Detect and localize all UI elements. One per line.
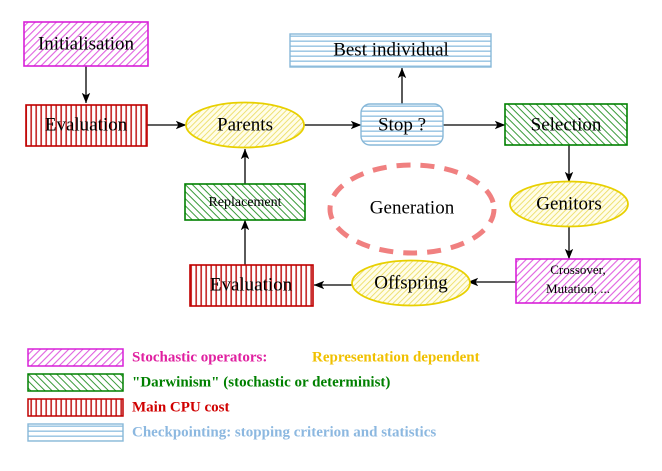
node-offspring-label: Offspring — [374, 272, 448, 293]
node-crossover-mutation-label-line1: Crossover, — [550, 262, 605, 277]
node-replacement-label: Replacement — [208, 195, 281, 210]
legend-swatch-blue-horizontal — [27, 423, 124, 442]
node-evaluation-bottom[interactable]: Evaluation — [189, 264, 314, 307]
node-evaluation-top[interactable]: Evaluation — [25, 104, 148, 147]
legend-swatch-green-diagonal — [27, 373, 124, 392]
legend-label-checkpointing: Checkpointing: stopping criterion and st… — [132, 424, 436, 440]
legend-label-darwinism: "Darwinism" (stochastic or determinist) — [132, 374, 390, 390]
node-evaluation-top-label: Evaluation — [45, 114, 128, 135]
node-best-individual[interactable]: Best individual — [289, 33, 492, 68]
node-crossover-mutation[interactable]: Crossover, Mutation, ... — [515, 258, 641, 304]
legend-label-stochastic-operators: Stochastic operators: — [132, 349, 267, 365]
legend-label-main-cpu-cost: Main CPU cost — [132, 399, 230, 415]
node-stop-label: Stop ? — [378, 114, 426, 135]
node-initialisation-label: Initialisation — [38, 33, 135, 54]
legend-item-stochastic-operators: Stochastic operators: Representation dep… — [27, 348, 480, 367]
legend: Stochastic operators: Representation dep… — [27, 348, 480, 442]
node-genitors[interactable]: Genitors — [509, 180, 629, 228]
node-best-individual-label: Best individual — [333, 39, 449, 60]
node-selection[interactable]: Selection — [504, 103, 628, 146]
node-generation: Generation — [327, 162, 497, 256]
node-parents[interactable]: Parents — [185, 101, 305, 149]
node-replacement[interactable]: Replacement — [184, 183, 306, 221]
legend-swatch-magenta-diagonal — [27, 348, 124, 367]
legend-item-darwinism: "Darwinism" (stochastic or determinist) — [27, 373, 390, 392]
node-initialisation[interactable]: Initialisation — [23, 21, 149, 67]
node-genitors-label: Genitors — [536, 193, 601, 214]
legend-item-checkpointing: Checkpointing: stopping criterion and st… — [27, 423, 436, 442]
node-stop[interactable]: Stop ? — [360, 103, 444, 146]
node-offspring[interactable]: Offspring — [351, 259, 471, 307]
edges-layer — [81, 66, 574, 290]
node-generation-label: Generation — [370, 197, 455, 218]
node-crossover-mutation-label-line2: Mutation, ... — [546, 281, 610, 296]
node-evaluation-bottom-label: Evaluation — [210, 274, 293, 295]
legend-item-main-cpu-cost: Main CPU cost — [27, 398, 230, 417]
node-selection-label: Selection — [531, 114, 602, 135]
legend-label-representation-dependent: Representation dependent — [312, 349, 480, 365]
node-parents-label: Parents — [217, 114, 273, 135]
legend-swatch-red-vertical — [27, 398, 124, 417]
